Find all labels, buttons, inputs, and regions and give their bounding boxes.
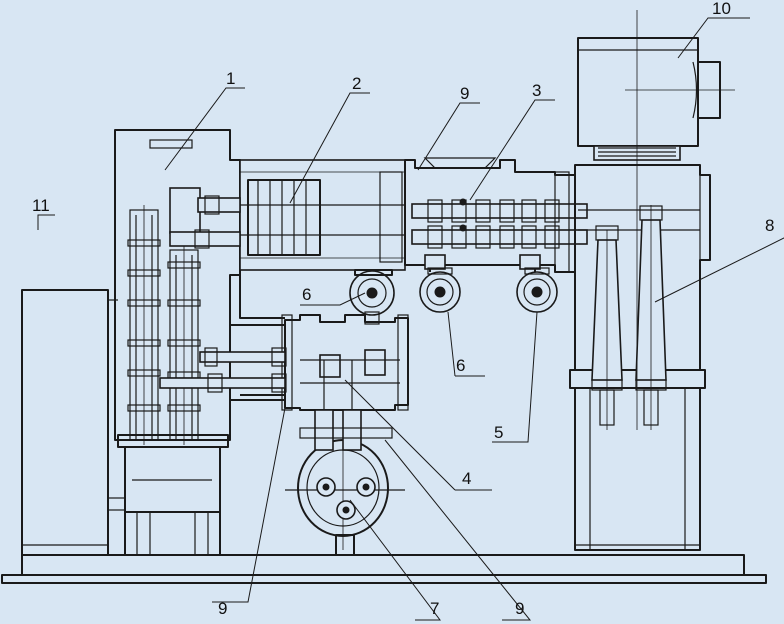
- left-column-frame: [114, 129, 241, 448]
- leader-lines: [37, 17, 784, 621]
- callout-labels: 1 2 3 4 5 6 6 7 8 9 9 9 10 11: [32, 0, 774, 618]
- callout-7: 7: [430, 599, 439, 618]
- upper-valve-manifold: [404, 157, 588, 273]
- middle-manifold: [159, 314, 409, 411]
- small-pump-right-6: [419, 267, 461, 313]
- callout-3: 3: [532, 81, 541, 100]
- drive-rods: [591, 205, 667, 430]
- callout-11: 11: [32, 196, 50, 215]
- base-plate: [1, 554, 767, 584]
- callout-9-left: 9: [218, 599, 227, 618]
- callout-1: 1: [226, 69, 235, 88]
- top-motor: [577, 10, 735, 430]
- small-pump-upper: [349, 269, 395, 325]
- callout-5: 5: [494, 423, 503, 442]
- callout-2: 2: [352, 74, 361, 93]
- callout-9-right: 9: [515, 599, 524, 618]
- upper-cylinder-unit: [169, 159, 406, 271]
- lower-pump: [285, 360, 405, 556]
- callout-6-upper: 6: [302, 285, 311, 304]
- control-cabinet: [21, 289, 118, 556]
- callout-9-top: 9: [460, 84, 469, 103]
- callout-4: 4: [462, 469, 471, 488]
- small-pump-right-5: [516, 267, 558, 313]
- callout-6-lower: 6: [456, 356, 465, 375]
- callout-10: 10: [712, 0, 731, 18]
- left-stand: [107, 446, 221, 556]
- callout-8: 8: [765, 216, 774, 235]
